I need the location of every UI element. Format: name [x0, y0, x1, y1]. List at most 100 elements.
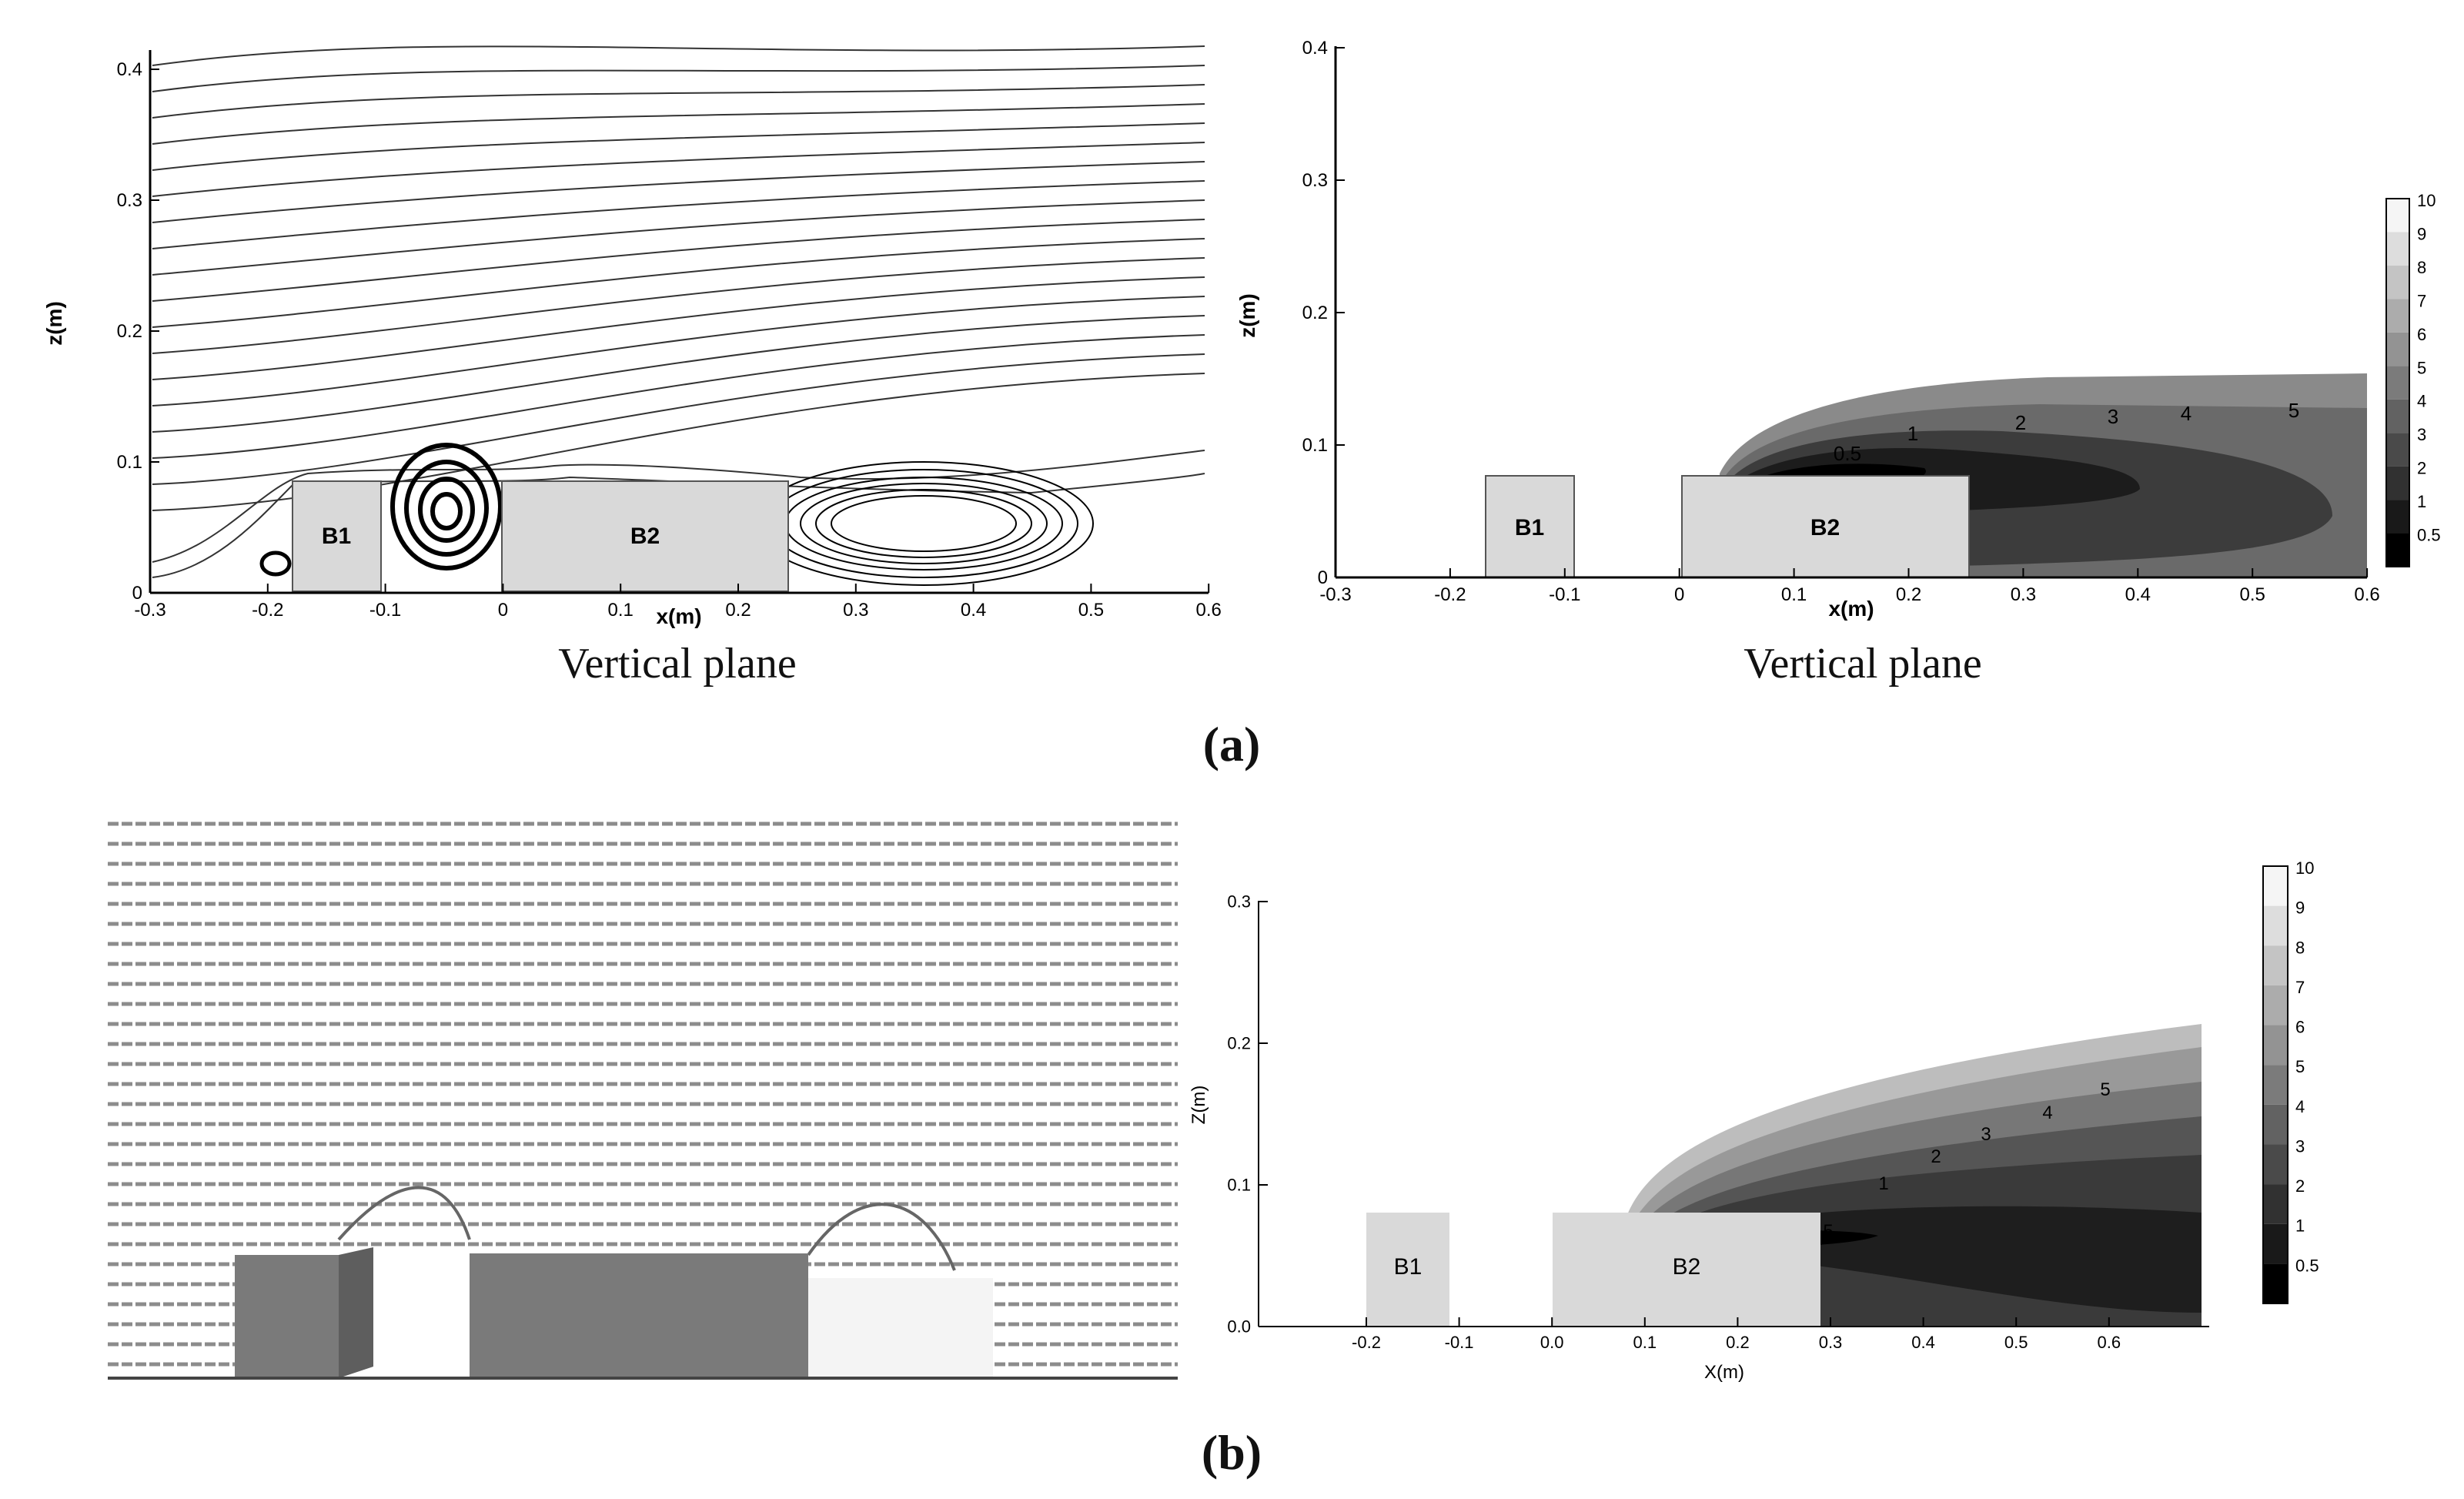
recirculation-vectors: [337, 1186, 471, 1241]
x-tick-label: -0.1: [1445, 1333, 1474, 1352]
x-tick-label: -0.2: [1434, 584, 1466, 605]
axes: [149, 50, 1209, 594]
block-b1-label: B1: [1515, 515, 1544, 540]
recirculation-vectors: [807, 1203, 956, 1271]
x-tick-label: 0: [1674, 584, 1684, 605]
y-tick-label: 0.0: [1227, 1317, 1251, 1336]
y-ticks: 00.10.20.30.4: [1302, 38, 1345, 588]
y-axis-label: Z(m): [1189, 1086, 1209, 1125]
block-b2: [501, 480, 789, 592]
y-tick-label: 0: [1318, 567, 1328, 588]
streamline: [152, 103, 1205, 145]
x-tick-label: 0.5: [2004, 1333, 2028, 1352]
streamline: [152, 122, 1205, 171]
contour-label-5: 5: [2100, 1079, 2110, 1100]
x-tick-label: 0.1: [1781, 584, 1807, 605]
corner-vortex: [259, 550, 292, 577]
streamline: [152, 45, 1205, 66]
streamline: [152, 65, 1205, 92]
streamline: [152, 238, 1205, 328]
y-tick-label: 0.1: [1302, 435, 1328, 456]
block-b2: [1553, 1213, 1820, 1327]
x-tick-label: 0.3: [2011, 584, 2036, 605]
vector-field-b: [108, 821, 1178, 1380]
x-tick-label: -0.3: [134, 600, 165, 621]
streamline: [152, 84, 1205, 119]
streamline: [152, 473, 1205, 578]
block-b2-label: B2: [630, 524, 660, 549]
colorbar-label: 7: [2295, 978, 2305, 997]
block-b2-label: B2: [1810, 515, 1840, 540]
x-tick-label: 0.6: [2354, 584, 2379, 605]
x-tick-label: 0.3: [1819, 1333, 1843, 1352]
x-tick-label: 0.2: [1896, 584, 1921, 605]
wake-region: [808, 1278, 993, 1378]
streamline: [152, 142, 1205, 197]
colorbar-label: 7: [2417, 291, 2426, 310]
block-b1: [292, 480, 382, 592]
colorbar-swatch: [2263, 945, 2288, 985]
colorbar-swatch: [2263, 905, 2288, 946]
streamline: [152, 276, 1205, 380]
streamline: [152, 161, 1205, 223]
x-axis-label: X(m): [1704, 1362, 1744, 1383]
y-axis-label: z(m): [42, 301, 66, 346]
y-tick-label: 0.1: [117, 452, 142, 473]
y-tick-label: 0.2: [1227, 1033, 1251, 1052]
colorbar-swatch: [2386, 299, 2409, 333]
x-tick-label: -0.2: [252, 600, 283, 621]
contour-label-3: 3: [1981, 1124, 1991, 1145]
streamline: [152, 296, 1205, 407]
vortex-between-blocks: [390, 443, 503, 570]
colorbar-label: 2: [2295, 1176, 2305, 1196]
streamline: [152, 450, 1205, 563]
x-tick-label: 0.0: [1540, 1333, 1564, 1352]
contour-label-2: 2: [2015, 411, 2026, 434]
colorbar-label: 0.5: [2417, 526, 2441, 545]
contour-label-5: 5: [2288, 399, 2299, 422]
colorbar-label: 5: [2295, 1057, 2305, 1076]
colorbar-swatch: [2386, 366, 2409, 400]
y-ticks: 00.10.20.30.4: [117, 59, 159, 604]
x-tick-label: 0.4: [961, 600, 986, 621]
y-tick-label: 0.3: [117, 190, 142, 211]
x-tick-label: -0.2: [1352, 1333, 1381, 1352]
colorbar-swatch: [2386, 466, 2409, 500]
colorbar-swatch: [2263, 985, 2288, 1026]
contour-label-1: 1: [1907, 422, 1918, 445]
y-tick-label: 0.1: [1227, 1175, 1251, 1194]
velocity-vectors: [108, 821, 1178, 1378]
gap-region: [373, 1259, 470, 1378]
streamline: [152, 257, 1205, 354]
x-tick-label: 0.6: [1196, 600, 1222, 621]
x-tick-label: -0.1: [1549, 584, 1580, 605]
colorbar-swatch: [2386, 399, 2409, 433]
colorbar-swatch: [2386, 533, 2409, 567]
colorbar-swatch: [2263, 1263, 2288, 1303]
colorbar-label: 6: [2417, 325, 2426, 344]
colorbar-label: 9: [2417, 224, 2426, 243]
x-tick-label: 0.2: [1726, 1333, 1750, 1352]
x-axis-label: x(m): [1828, 597, 1874, 621]
y-ticks: 0.0 0.1 0.2 0.3: [1227, 892, 1268, 1336]
block-b2-3d: [470, 1253, 808, 1378]
block-b2: [1681, 475, 1970, 578]
colorbar-label: 8: [2295, 938, 2305, 957]
part-label-b: (b): [1201, 1425, 1262, 1480]
x-tick-label: 0.2: [725, 600, 751, 621]
colorbar-label: 10: [2295, 858, 2314, 878]
colorbar-label: 8: [2417, 258, 2426, 277]
x-tick-label: 0.1: [1633, 1333, 1657, 1352]
contour-label-0-5: 0.5: [1834, 442, 1861, 465]
colorbar-swatch: [2263, 1104, 2288, 1145]
contour-label-2: 2: [1931, 1146, 1941, 1167]
y-tick-label: 0.3: [1227, 892, 1251, 911]
y-tick-label: 0.4: [1302, 38, 1328, 59]
streamline: [152, 353, 1205, 485]
x-tick-label: 0.6: [2098, 1333, 2121, 1352]
